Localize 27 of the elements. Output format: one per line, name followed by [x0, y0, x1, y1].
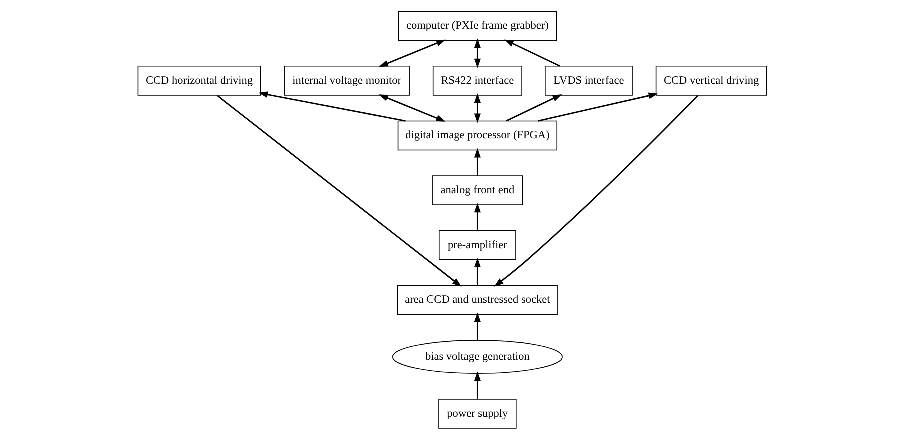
node-box: computer (PXIe frame grabber)	[398, 11, 558, 41]
node-box: pre-amplifier	[439, 230, 516, 260]
node-box: RS422 interface	[432, 66, 522, 96]
arrow	[506, 94, 562, 122]
arrow	[378, 94, 446, 122]
arrow	[504, 40, 560, 67]
node-box: CCD horizontal driving	[138, 66, 262, 96]
node-box: LVDS interface	[545, 66, 633, 96]
arrow	[216, 95, 462, 287]
node-box: internal voltage monitor	[284, 66, 410, 96]
arrow	[474, 148, 481, 176]
node-box: analog front end	[432, 176, 524, 206]
arrow	[474, 372, 481, 400]
arrow	[474, 258, 481, 286]
node-box: power supply	[438, 399, 517, 429]
arrow	[474, 38, 481, 68]
node-ellipse: bias voltage generation	[392, 340, 563, 374]
node-box: CCD vertical driving	[656, 66, 768, 96]
node-box: digital image processor (FPGA)	[398, 120, 558, 151]
node-box: area CCD and unstressed socket	[397, 285, 558, 316]
arrow	[474, 94, 481, 124]
arrow	[474, 203, 481, 231]
arrow	[379, 40, 446, 68]
arrow	[538, 92, 658, 122]
arrow	[494, 95, 699, 287]
arrow	[474, 312, 481, 340]
arrow	[258, 92, 406, 122]
